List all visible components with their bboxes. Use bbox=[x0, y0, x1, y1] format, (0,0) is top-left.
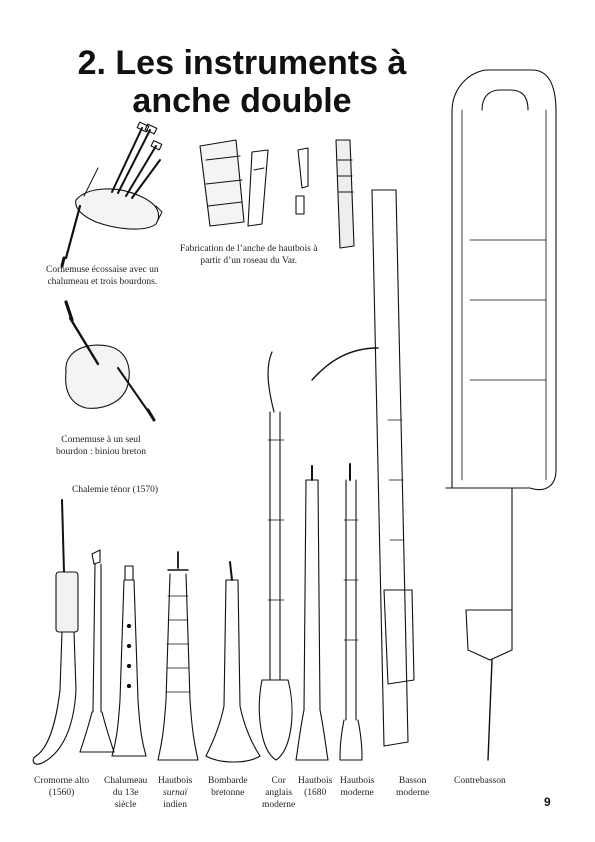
caption-bombarde: Bombarde bretonne bbox=[208, 775, 248, 799]
cromorne-drawing bbox=[33, 500, 78, 764]
caption-line: indien bbox=[163, 800, 188, 810]
page-number: 9 bbox=[544, 795, 551, 809]
bombarde-drawing bbox=[206, 562, 260, 762]
title-line-1: 2. Les instruments à bbox=[77, 44, 407, 82]
caption-line: moderne bbox=[262, 800, 296, 810]
caption-line: Hautbois bbox=[298, 776, 333, 786]
page-title: 2. Les instruments à anche double bbox=[52, 44, 432, 120]
caption-fabrication-anche: Fabrication de l’anche de hautbois à par… bbox=[180, 243, 317, 267]
caption-line: siècle bbox=[114, 800, 137, 810]
caption-hautbois-1680: Hautbois (1680 bbox=[298, 775, 332, 799]
hautbois-1680-drawing bbox=[296, 466, 328, 760]
caption-line: Chalemie ténor (1570) bbox=[72, 485, 159, 495]
caption-line: Cornemuse écossaise avec un bbox=[46, 265, 159, 275]
caption-line: Cornemuse à un seul bbox=[61, 435, 141, 445]
caption-chalumeau: Chalumeau du 13e siècle bbox=[104, 775, 147, 811]
caption-line: (1680 bbox=[304, 788, 327, 798]
biniou-bagpipe-drawing bbox=[66, 302, 154, 420]
caption-line: Cromorne alto bbox=[34, 776, 90, 786]
caption-line: Hautbois bbox=[340, 776, 375, 786]
basson-drawing bbox=[312, 190, 414, 746]
caption-line: bretonne bbox=[211, 788, 245, 798]
caption-line: Contrebasson bbox=[454, 776, 506, 786]
caption-line: bourdon : biniou breton bbox=[56, 447, 146, 457]
caption-line: Bombarde bbox=[208, 776, 248, 786]
chalemie-drawing bbox=[80, 550, 114, 752]
contrebasson-drawing bbox=[446, 70, 556, 760]
hautbois-moderne-drawing bbox=[340, 464, 362, 760]
caption-line: partir d’un roseau du Var. bbox=[200, 256, 298, 266]
caption-line: moderne bbox=[340, 788, 374, 798]
caption-line: Fabrication de l’anche de hautbois à bbox=[180, 244, 318, 254]
title-line-2: anche double bbox=[132, 82, 352, 120]
caption-line: surnaï bbox=[163, 788, 188, 798]
caption-biniou: Cornemuse à un seul bourdon : biniou bre… bbox=[56, 434, 146, 458]
caption-line: Hautbois bbox=[158, 776, 193, 786]
caption-contrebasson: Contrebasson bbox=[454, 775, 506, 787]
caption-line: (1560) bbox=[48, 788, 75, 798]
caption-line: du 13e bbox=[112, 788, 139, 798]
surnai-drawing bbox=[158, 552, 198, 760]
scottish-bagpipe-drawing bbox=[62, 122, 162, 266]
caption-basson: Basson moderne bbox=[396, 775, 429, 799]
caption-line: Cor bbox=[271, 776, 286, 786]
caption-line: Chalumeau bbox=[104, 776, 148, 786]
caption-line: anglais bbox=[265, 788, 293, 798]
caption-line: chalumeau et trois bourdons. bbox=[47, 277, 158, 287]
caption-line: Basson bbox=[398, 776, 427, 786]
caption-hautbois-moderne: Hautbois moderne bbox=[340, 775, 374, 799]
cor-anglais-drawing bbox=[259, 352, 292, 760]
caption-cromorne: Cromorne alto (1560) bbox=[34, 775, 89, 799]
caption-cor-anglais: Cor anglais moderne bbox=[262, 775, 295, 811]
chalumeau-drawing bbox=[112, 566, 146, 756]
caption-line: moderne bbox=[396, 788, 430, 798]
caption-surnai: Hautbois surnaï indien bbox=[158, 775, 192, 811]
caption-chalemie: Chalemie ténor (1570) bbox=[72, 484, 158, 496]
reed-fabrication-drawing bbox=[200, 140, 354, 248]
caption-cornemuse-ecossaise: Cornemuse écossaise avec un chalumeau et… bbox=[46, 264, 159, 288]
